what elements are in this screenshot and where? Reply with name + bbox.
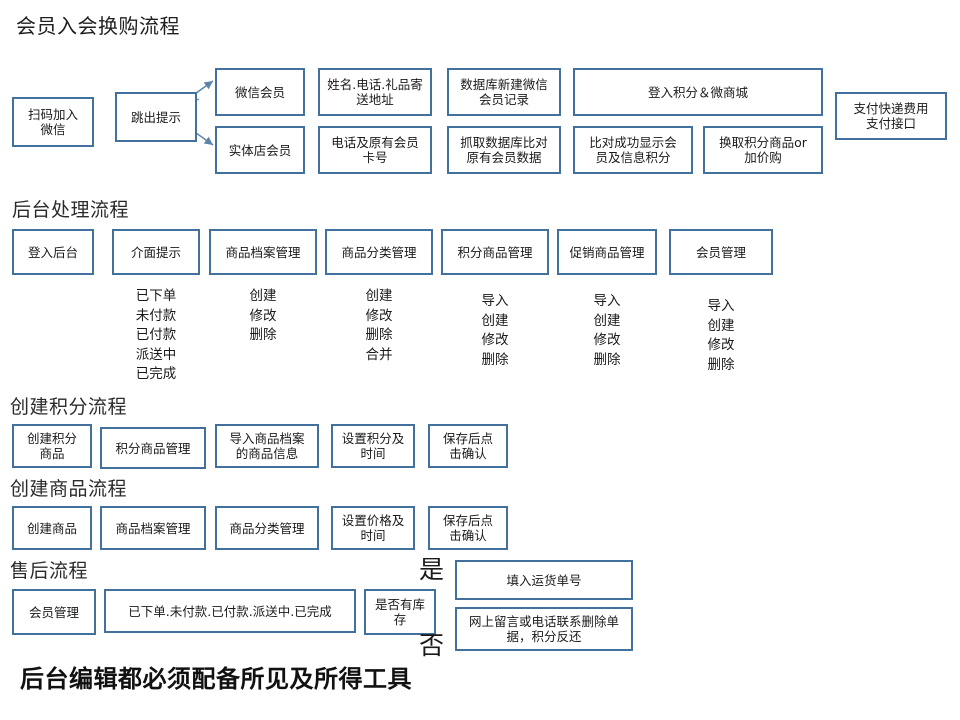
node-create-product[interactable]: 创建商品 — [12, 506, 92, 550]
node-after-sales-member-mgmt[interactable]: 会员管理 — [12, 589, 96, 635]
node-product-archive-mgmt[interactable]: 商品档案管理 — [209, 229, 317, 275]
node-import-archive-info[interactable]: 导入商品档案 的商品信息 — [215, 424, 319, 468]
node-redeem-or-upsell[interactable]: 换取积分商品or 加价购 — [703, 126, 823, 174]
node-save-confirm-product[interactable]: 保存后点 击确认 — [428, 506, 508, 550]
node-label: 是否有库 存 — [374, 597, 425, 627]
node-label: 电话及原有会员 卡号 — [331, 135, 419, 165]
sublist-promo-product: 导入 创建 修改 删除 — [593, 293, 621, 368]
node-backend-login[interactable]: 登入后台 — [12, 229, 94, 275]
node-label: 商品档案管理 — [225, 244, 301, 260]
node-member-mgmt[interactable]: 会员管理 — [669, 229, 773, 275]
page-title: 会员入会换购流程 — [16, 14, 180, 38]
node-label: 创建积分 商品 — [26, 431, 77, 461]
node-label: 换取积分商品or 加价购 — [719, 135, 807, 165]
node-save-confirm-points[interactable]: 保存后点 击确认 — [428, 424, 508, 468]
node-enter-tracking-number[interactable]: 填入运货单号 — [455, 560, 633, 600]
node-create-points-product[interactable]: 创建积分 商品 — [12, 424, 92, 468]
section-title-create-product: 创建商品流程 — [10, 478, 128, 500]
node-label: 导入商品档案 的商品信息 — [229, 431, 305, 461]
node-label: 扫码加入 微信 — [27, 107, 78, 137]
node-label: 网上留言或电话联系删除单 据，积分反还 — [468, 614, 619, 644]
node-name-phone-address[interactable]: 姓名.电话.礼品寄 送地址 — [318, 68, 432, 116]
node-points-product-mgmt-2[interactable]: 积分商品管理 — [100, 427, 206, 469]
sublist-ui-prompt: 已下单 未付款 已付款 派送中 已完成 — [135, 288, 177, 382]
node-label: 会员管理 — [28, 604, 79, 620]
node-label: 抓取数据库比对 原有会员数据 — [460, 135, 548, 165]
node-login-points-mall[interactable]: 登入积分＆微商城 — [573, 68, 823, 116]
sublist-member-mgmt: 导入 创建 修改 删除 — [707, 298, 735, 373]
node-label: 商品分类管理 — [341, 244, 417, 260]
branch-label-yes: 是 — [419, 555, 445, 584]
branch-label-no: 否 — [419, 631, 445, 660]
node-label: 填入运货单号 — [506, 572, 582, 588]
node-label: 介面提示 — [130, 244, 181, 260]
node-store-member[interactable]: 实体店会员 — [215, 126, 305, 174]
node-label: 支付快递费用 支付接口 — [853, 101, 929, 131]
node-fetch-db-compare[interactable]: 抓取数据库比对 原有会员数据 — [447, 126, 561, 174]
node-set-points-time[interactable]: 设置积分及 时间 — [331, 424, 415, 468]
node-phone-existing-card[interactable]: 电话及原有会员 卡号 — [318, 126, 432, 174]
node-label: 商品档案管理 — [115, 520, 191, 536]
node-label: 积分商品管理 — [457, 244, 533, 260]
node-scan-join-wechat[interactable]: 扫码加入 微信 — [12, 97, 94, 147]
node-label: 设置价格及 时间 — [341, 513, 405, 543]
footer-note: 后台编辑都必须配备所见及所得工具 — [20, 665, 412, 693]
node-label: 姓名.电话.礼品寄 送地址 — [327, 77, 423, 107]
node-label: 设置积分及 时间 — [341, 431, 405, 461]
node-product-archive-mgmt-2[interactable]: 商品档案管理 — [100, 506, 206, 550]
node-product-category-mgmt[interactable]: 商品分类管理 — [325, 229, 433, 275]
node-set-price-time[interactable]: 设置价格及 时间 — [331, 506, 415, 550]
sublist-product-category: 创建 修改 删除 合并 — [365, 288, 393, 363]
node-label: 已下单.未付款.已付款.派送中.已完成 — [128, 603, 332, 619]
node-db-new-wechat-record[interactable]: 数据库新建微信 会员记录 — [447, 68, 561, 116]
node-label: 登入后台 — [27, 244, 78, 260]
node-promo-product-mgmt[interactable]: 促销商品管理 — [557, 229, 657, 275]
node-pay-shipping-interface[interactable]: 支付快递费用 支付接口 — [835, 92, 947, 140]
node-label: 跳出提示 — [130, 109, 181, 125]
node-label: 数据库新建微信 会员记录 — [460, 77, 548, 107]
node-stock-decision[interactable]: 是否有库 存 — [364, 589, 436, 635]
node-label: 保存后点 击确认 — [442, 513, 493, 543]
node-wechat-member[interactable]: 微信会员 — [215, 68, 305, 116]
section-title-create-points: 创建积分流程 — [10, 396, 128, 418]
node-points-product-mgmt[interactable]: 积分商品管理 — [441, 229, 549, 275]
node-compare-success-show[interactable]: 比对成功显示会 员及信息积分 — [573, 126, 693, 174]
node-label: 会员管理 — [695, 244, 746, 260]
node-label: 促销商品管理 — [569, 244, 645, 260]
section-title-backend: 后台处理流程 — [12, 199, 130, 221]
node-label: 实体店会员 — [228, 142, 292, 158]
node-label: 商品分类管理 — [229, 520, 305, 536]
node-label: 比对成功显示会 员及信息积分 — [589, 135, 677, 165]
node-message-or-call-delete[interactable]: 网上留言或电话联系删除单 据，积分反还 — [455, 607, 633, 651]
node-label: 创建商品 — [26, 520, 77, 536]
node-product-category-mgmt-2[interactable]: 商品分类管理 — [215, 506, 319, 550]
sublist-product-archive: 创建 修改 删除 — [249, 288, 277, 343]
node-label: 登入积分＆微商城 — [647, 84, 748, 100]
node-order-statuses[interactable]: 已下单.未付款.已付款.派送中.已完成 — [104, 589, 356, 633]
node-label: 积分商品管理 — [115, 440, 191, 456]
section-title-after-sales: 售后流程 — [10, 560, 89, 582]
node-ui-prompt[interactable]: 介面提示 — [112, 229, 200, 275]
sublist-points-product: 导入 创建 修改 删除 — [481, 293, 509, 368]
node-label: 保存后点 击确认 — [442, 431, 493, 461]
node-popup-prompt[interactable]: 跳出提示 — [115, 92, 197, 142]
node-label: 微信会员 — [234, 84, 285, 100]
